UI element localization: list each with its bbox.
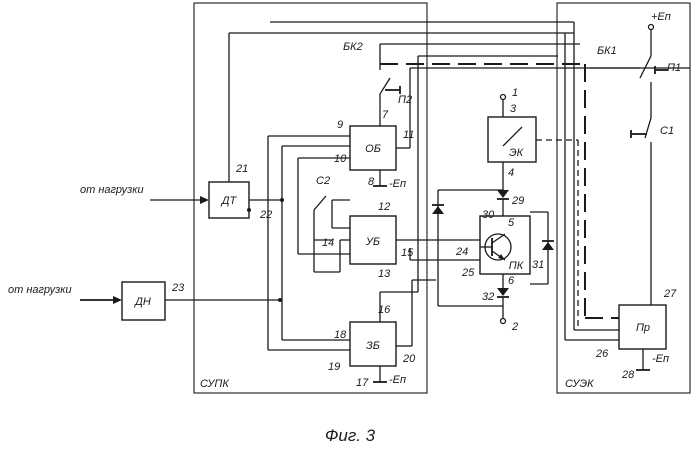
label-bk2: БК2 xyxy=(343,41,363,53)
node-28: 28 xyxy=(621,369,635,381)
node-13: 13 xyxy=(378,268,391,280)
label-p2: П2 xyxy=(398,94,412,106)
node-14: 14 xyxy=(322,237,334,249)
label-minus-ep-zb: -Еп xyxy=(389,374,406,386)
node-30: 30 xyxy=(482,209,495,221)
label-p1: П1 xyxy=(667,62,681,74)
node-27: 27 xyxy=(663,288,677,300)
label-c2: С2 xyxy=(316,175,330,187)
node-16: 16 xyxy=(378,304,391,316)
node-32: 32 xyxy=(482,291,494,303)
block-dt-label: ДТ xyxy=(220,195,238,207)
block-dn-label: ДН xyxy=(133,296,151,308)
node-29: 29 xyxy=(511,195,524,207)
node-1: 1 xyxy=(512,87,518,99)
node-9: 9 xyxy=(337,119,343,131)
frame-supk-label: СУПК xyxy=(200,378,229,390)
node-20: 20 xyxy=(402,353,416,365)
block-pk-label: ПК xyxy=(509,260,524,272)
node-22: 22 xyxy=(259,209,272,221)
label-plus-ep: +Еп xyxy=(651,11,671,23)
block-zb-label: ЗБ xyxy=(366,340,380,352)
node-25: 25 xyxy=(461,267,475,279)
node-3: 3 xyxy=(510,103,517,115)
label-bk1: БК1 xyxy=(597,45,617,57)
node-15: 15 xyxy=(401,247,414,259)
block-ub-label: УБ xyxy=(365,236,380,248)
node-8: 8 xyxy=(368,176,375,188)
node-7: 7 xyxy=(382,109,389,121)
block-ob-label: ОБ xyxy=(365,143,381,155)
node-19: 19 xyxy=(328,361,340,373)
input-load-bottom-label: от нагрузки xyxy=(8,284,72,296)
node-6: 6 xyxy=(508,275,515,287)
node-12: 12 xyxy=(378,201,390,213)
node-4: 4 xyxy=(508,167,514,179)
figure-caption: Фиг. 3 xyxy=(325,426,376,445)
node-18: 18 xyxy=(334,329,347,341)
node-31: 31 xyxy=(532,259,544,271)
node-23: 23 xyxy=(171,282,185,294)
label-minus-ep-pr: -Еп xyxy=(652,353,669,365)
node-17: 17 xyxy=(356,377,369,389)
frame-suek-label: СУЭК xyxy=(565,378,594,390)
node-21: 21 xyxy=(235,163,248,175)
node-11: 11 xyxy=(403,129,414,141)
label-minus-ep-ob: -Еп xyxy=(389,178,406,190)
input-load-top-label: от нагрузки xyxy=(80,184,144,196)
node-10: 10 xyxy=(334,153,347,165)
block-ek-label: ЭК xyxy=(509,147,524,159)
node-24: 24 xyxy=(455,246,468,258)
block-pr-label: Пр xyxy=(636,322,650,334)
label-c1: С1 xyxy=(660,125,674,137)
node-5: 5 xyxy=(508,217,515,229)
node-2: 2 xyxy=(511,321,518,333)
node-26: 26 xyxy=(595,348,609,360)
